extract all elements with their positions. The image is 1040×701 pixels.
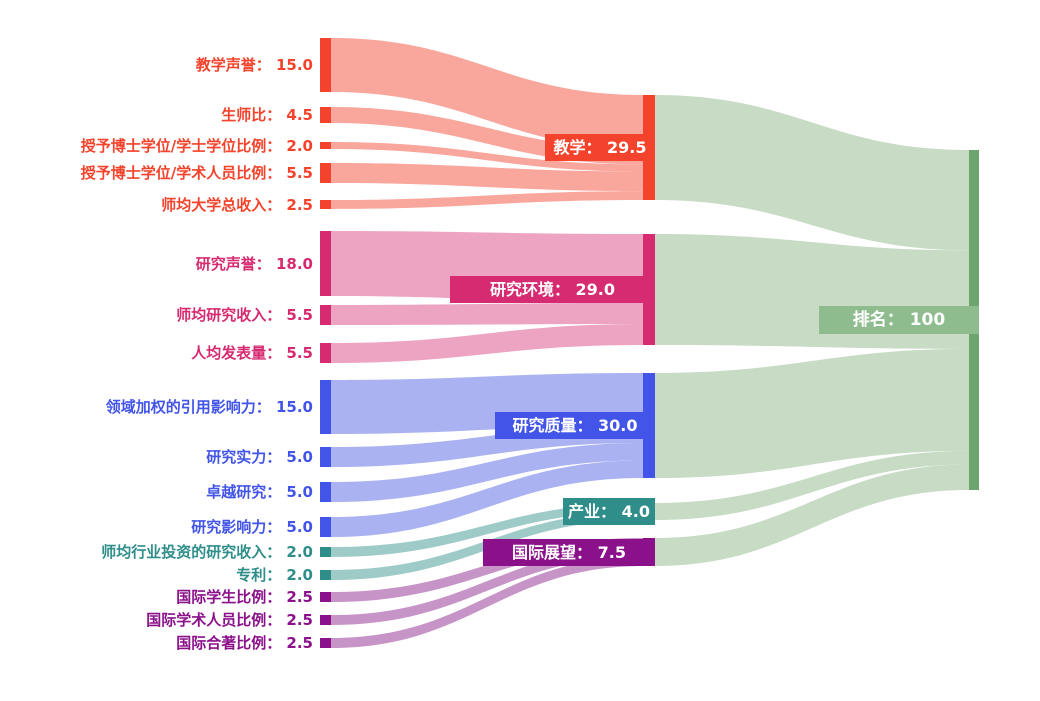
sankey-node-guoji-xuesheng[interactable] [320, 592, 331, 602]
sankey-node-shijun-yanjiu[interactable] [320, 305, 331, 325]
node-label-box-guoji-zhanwang: 国际展望： 7.5 [483, 538, 655, 566]
node-label-guoji-hezhu: 国际合著比例： 2.5 [176, 634, 313, 652]
node-label-shengshibi: 生师比： 4.5 [221, 106, 313, 124]
node-label-lingyu-yinyong: 领域加权的引用影响力： 15.0 [105, 398, 313, 416]
node-label-boshi-xueshu: 授予博士学位/学术人员比例： 5.5 [80, 164, 313, 182]
node-label-zhuanli: 专利： 2.0 [236, 566, 313, 584]
node-label-box-yanjiu-huanjing: 研究环境： 29.0 [450, 276, 655, 303]
sankey-node-guoji-hezhu[interactable] [320, 638, 331, 648]
sankey-node-yanjiu-shengyu[interactable] [320, 231, 331, 296]
sankey-link-yanjiu-zhiliang-to-paiming[interactable] [655, 348, 969, 478]
node-label-zhuoyue-yanjiu: 卓越研究： 5.0 [206, 483, 313, 501]
node-label-boshi-xueshi: 授予博士学位/学士学位比例： 2.0 [80, 136, 313, 155]
sankey-node-shijun-shouru[interactable] [320, 200, 331, 209]
sankey-link-yanjiu-yingxiang-to-yanjiu-zhiliang[interactable] [331, 460, 643, 538]
sankey-node-boshi-xueshi[interactable] [320, 142, 331, 149]
sankey-node-lingyu-yinyong[interactable] [320, 380, 331, 434]
sankey-link-shijun-yanjiu-to-yanjiu-huanjing[interactable] [331, 302, 643, 325]
sankey-node-renjun-fabiao[interactable] [320, 343, 331, 363]
sankey-link-boshi-xueshi-to-jiaoxue[interactable] [331, 142, 643, 172]
node-label-box-paiming: 排名： 100 [819, 306, 979, 334]
sankey-link-zhuoyue-yanjiu-to-yanjiu-zhiliang[interactable] [331, 443, 643, 502]
sankey-link-jiaoxue-to-paiming[interactable] [655, 95, 969, 251]
sankey-node-hangye-touzi[interactable] [320, 547, 331, 557]
sankey-link-guoji-xueshu-to-guoji-zhanwang[interactable] [331, 547, 643, 625]
node-label-jiaoxue-shengyu: 教学声誉： 15.0 [195, 56, 313, 74]
node-label-guoji-xuesheng: 国际学生比例： 2.5 [176, 588, 313, 606]
sankey-link-guoji-hezhu-to-guoji-zhanwang[interactable] [331, 556, 643, 648]
sankey-link-renjun-fabiao-to-yanjiu-huanjing[interactable] [331, 323, 643, 363]
node-label-yanjiu-shili: 研究实力： 5.0 [206, 448, 313, 466]
sankey-node-jiaoxue-shengyu[interactable] [320, 38, 331, 92]
node-label-shijun-yanjiu: 师均研究收入： 5.5 [176, 306, 313, 324]
sankey-node-boshi-xueshu[interactable] [320, 163, 331, 183]
node-label-shijun-shouru: 师均大学总收入： 2.5 [161, 195, 313, 214]
node-label-box-jiaoxue: 教学： 29.5 [545, 134, 655, 161]
sankey-link-jiaoxue-shengyu-to-jiaoxue[interactable] [331, 38, 643, 149]
node-label-renjun-fabiao: 人均发表量： 5.5 [191, 344, 313, 362]
sankey-node-yanjiu-yingxiang[interactable] [320, 517, 331, 537]
node-label-box-chanye: 产业： 4.0 [563, 498, 655, 525]
node-label-box-yanjiu-zhiliang: 研究质量： 30.0 [495, 412, 655, 439]
node-label-guoji-xueshu: 国际学术人员比例： 2.5 [146, 611, 313, 629]
sankey-node-yanjiu-shili[interactable] [320, 447, 331, 467]
sankey-link-shijun-shouru-to-jiaoxue[interactable] [331, 191, 643, 209]
sankey-node-zhuoyue-yanjiu[interactable] [320, 482, 331, 502]
node-label-yanjiu-yingxiang: 研究影响力： 5.0 [191, 518, 313, 536]
sankey-link-guoji-xuesheng-to-guoji-zhanwang[interactable] [331, 538, 643, 602]
sankey-link-boshi-xueshu-to-jiaoxue[interactable] [331, 163, 643, 192]
node-label-yanjiu-shengyu: 研究声誉： 18.0 [195, 254, 313, 273]
sankey-node-zhuanli[interactable] [320, 570, 331, 580]
sankey-link-chanye-to-paiming[interactable] [655, 450, 969, 520]
sankey-node-shengshibi[interactable] [320, 107, 331, 123]
node-label-hangye-touzi: 师均行业投资的研究收入： 2.0 [101, 543, 313, 561]
sankey-link-guoji-zhanwang-to-paiming[interactable] [655, 464, 969, 567]
sankey-node-guoji-xueshu[interactable] [320, 615, 331, 625]
